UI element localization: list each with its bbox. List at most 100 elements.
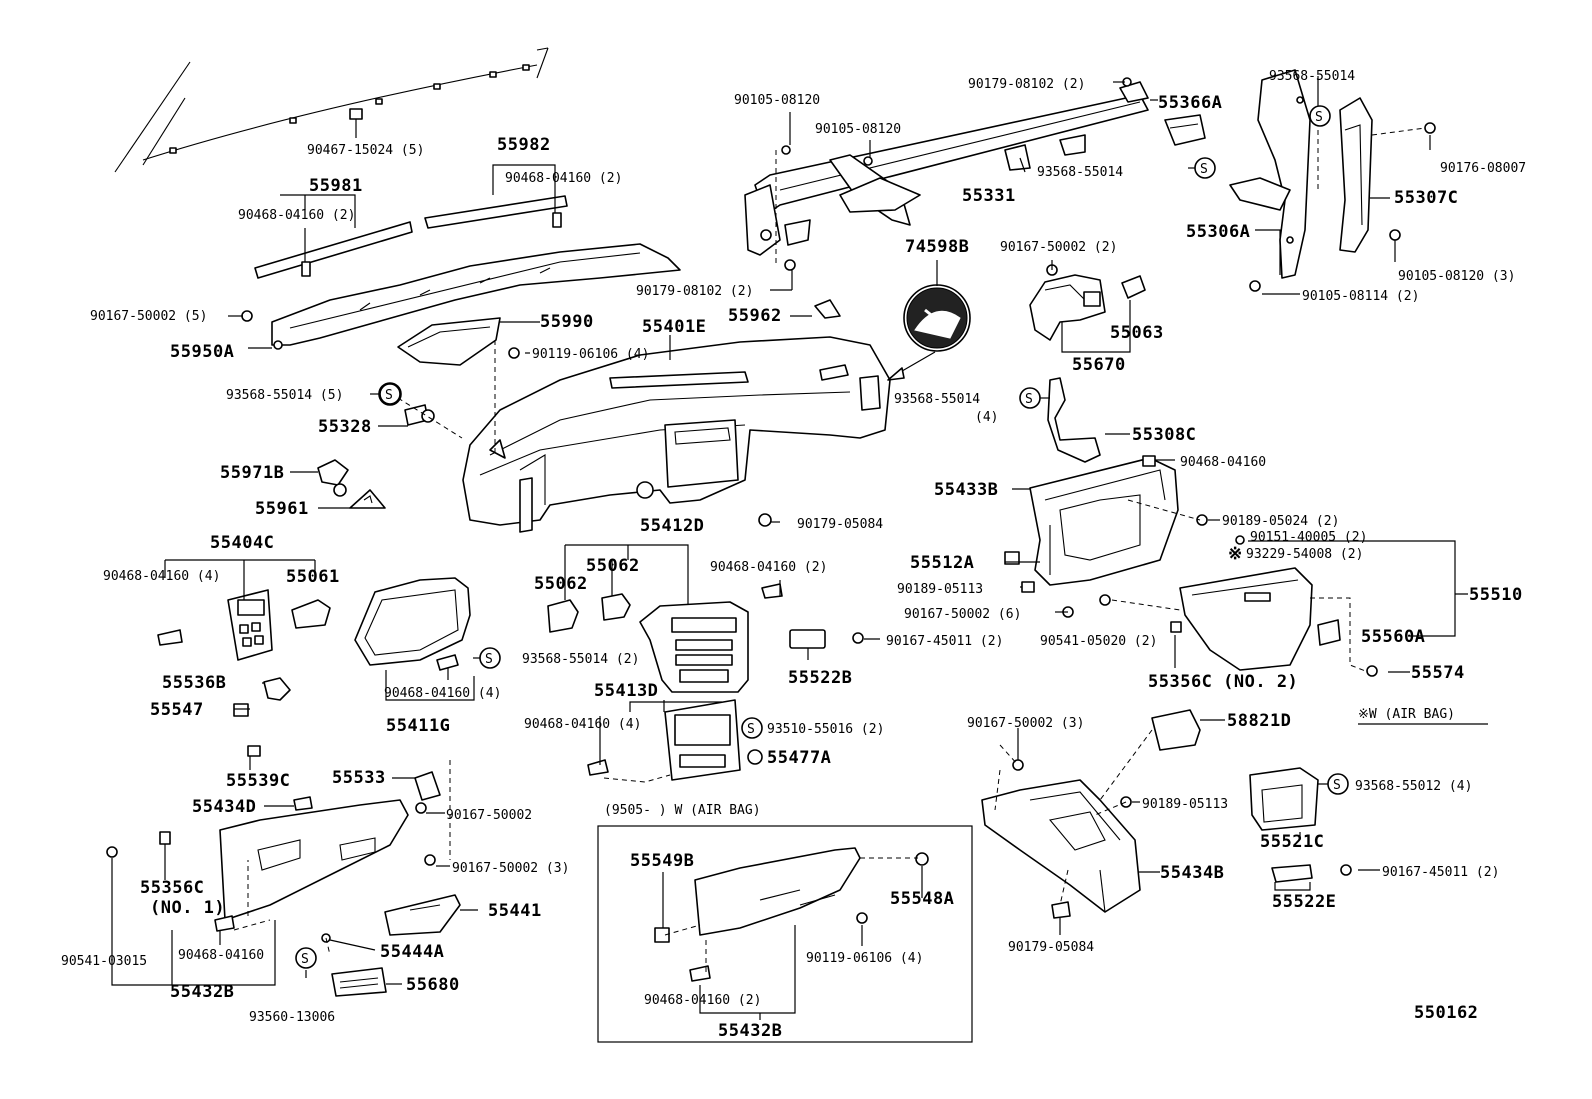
label: 93229-54008 (2) <box>1246 547 1363 562</box>
part-labels: 90467-15024 (5) 55982 90468-04160 (2) 55… <box>61 69 1526 1041</box>
label: 90467-15024 (5) <box>307 143 424 158</box>
center-cluster-55412d <box>547 583 783 693</box>
vent-55062a <box>547 599 579 633</box>
label: 55308C <box>1132 425 1196 445</box>
console-55434b <box>981 759 1141 919</box>
label: 55950A <box>170 342 234 362</box>
label: 55061 <box>286 567 340 587</box>
switch-panel-55404c <box>157 589 273 661</box>
brackets-55306a-55307c <box>1229 69 1436 292</box>
label: 55982 <box>497 135 551 155</box>
label: 55356C (NO. 2) <box>1148 672 1298 692</box>
diagram-id: 550162 <box>1414 1003 1478 1023</box>
label: 55512A <box>910 553 974 573</box>
label: 90541-03015 <box>61 954 147 969</box>
dashed-lines <box>233 127 1426 972</box>
label: 90468-04160 (2) <box>710 560 827 575</box>
airbag-box-title: (9505- ) W (AIR BAG) <box>604 803 761 818</box>
clip-90468-04160 <box>1142 455 1156 467</box>
clip-90467 <box>349 108 363 120</box>
label: 55560A <box>1361 627 1425 647</box>
screw-90541-05020 <box>1099 594 1111 606</box>
bracket-55308c <box>1047 377 1101 463</box>
label: 90167-45011 (2) <box>886 634 1003 649</box>
label: 55522E <box>1272 892 1336 912</box>
label: 90167-50002 (3) <box>967 716 1084 731</box>
label: 90167-50002 (5) <box>90 309 207 324</box>
label: 55521C <box>1260 832 1324 852</box>
label: 90167-50002 (3) <box>452 861 569 876</box>
s-symbol: S <box>1025 392 1033 407</box>
label: 55062 <box>586 556 640 576</box>
label: 55981 <box>309 176 363 196</box>
label: 55432B <box>170 982 234 1002</box>
label: 55063 <box>1110 323 1164 343</box>
label: 55990 <box>540 312 594 332</box>
label: 55433B <box>934 480 998 500</box>
label: 90105-08114 (2) <box>1302 289 1419 304</box>
s-symbol: S <box>301 952 309 967</box>
label: 55971B <box>220 463 284 483</box>
label: 90167-50002 (6) <box>904 607 1021 622</box>
label: 90179-05084 <box>797 517 883 532</box>
label: 93510-55016 (2) <box>767 722 884 737</box>
s-symbol: S <box>1333 778 1341 793</box>
label: 74598B <box>905 237 969 257</box>
part-55522e <box>1271 864 1313 883</box>
airbag-panel-55432b <box>654 847 929 982</box>
label: 90468-04160 (4) <box>103 569 220 584</box>
label: 90468-04160 <box>1180 455 1266 470</box>
label: 55522B <box>788 668 852 688</box>
part-55441 <box>384 894 461 936</box>
label: 90468-04160 (4) <box>384 686 501 701</box>
part-55962 <box>814 299 841 319</box>
label: 90468-04160 (2) <box>644 993 761 1008</box>
bracket-55366a <box>1164 114 1206 146</box>
part-55574 <box>1366 665 1378 677</box>
clip-90179-05084 <box>758 513 772 527</box>
label: 93568-55014 <box>894 392 980 407</box>
label: 90167-50002 <box>446 808 532 823</box>
glovebox-door-55433b <box>1029 457 1208 586</box>
label: 55432B <box>718 1021 782 1041</box>
label: 55411G <box>386 716 450 736</box>
s-symbol: S <box>1200 162 1208 177</box>
label: 55356C <box>140 878 204 898</box>
label: 55961 <box>255 499 309 519</box>
clip-90189-05113 <box>1021 581 1035 593</box>
vent-55061 <box>291 599 331 629</box>
panel-55990 <box>397 317 501 366</box>
label: 90189-05113 <box>1142 797 1228 812</box>
label: 90151-40005 (2) <box>1250 530 1367 545</box>
part-55063 <box>1121 275 1146 299</box>
label: 90468-04160 (4) <box>524 717 641 732</box>
arrow-head <box>887 367 905 381</box>
label: 55477A <box>767 748 831 768</box>
cluster-bezel-55411g <box>354 577 471 671</box>
label: 93568-55014 <box>1269 69 1355 84</box>
part-55521c <box>1249 767 1319 831</box>
s-symbol: S <box>485 652 493 667</box>
part-55536b <box>263 677 291 701</box>
label: 55441 <box>488 901 542 921</box>
label: 55549B <box>630 851 694 871</box>
label: 55680 <box>406 975 460 995</box>
label: 93560-13006 <box>249 1010 335 1025</box>
windshield-outline <box>114 47 549 173</box>
bezel-55413d <box>587 699 741 781</box>
label: 55413D <box>594 681 658 701</box>
label: 90468-04160 (2) <box>505 171 622 186</box>
label: 55062 <box>534 574 588 594</box>
reinforcement-55331 <box>744 77 1149 271</box>
label: 55547 <box>150 700 204 720</box>
warning-mark: ※ <box>1228 544 1243 564</box>
label: 58821D <box>1227 711 1291 731</box>
s-symbol: S <box>385 388 393 403</box>
label: 90541-05020 (2) <box>1040 634 1157 649</box>
label: 55307C <box>1394 188 1458 208</box>
s-symbol: S <box>1315 110 1323 125</box>
label: 90189-05113 <box>897 582 983 597</box>
label: (NO. 1) <box>150 898 225 918</box>
label: 55404C <box>210 533 274 553</box>
part-55547 <box>233 703 249 717</box>
